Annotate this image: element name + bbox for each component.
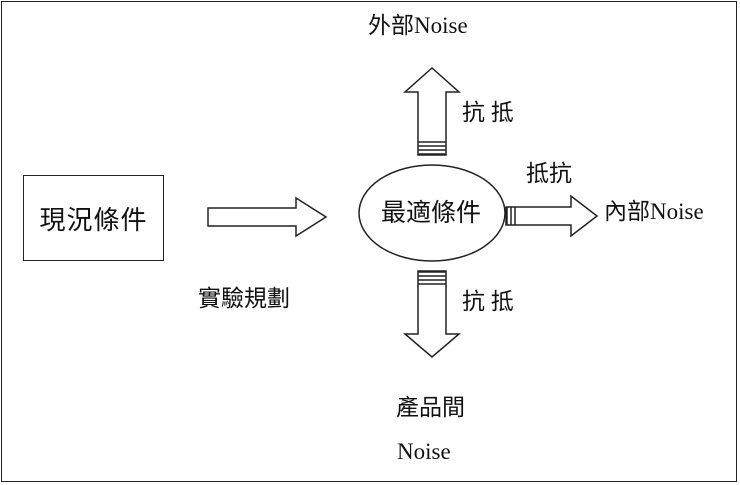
resist-top-label: 抗 抵 <box>462 100 514 125</box>
external-noise-label: 外部Noise <box>368 13 468 38</box>
between-product-noise-label-line2: Noise <box>397 439 451 464</box>
right-arrow-stripes <box>506 207 516 225</box>
current-conditions-label: 現況條件 <box>39 205 148 235</box>
experiment-design-label: 實驗規劃 <box>198 286 290 311</box>
up-arrow <box>403 66 461 156</box>
internal-noise-label: 內部Noise <box>604 199 704 224</box>
current-conditions-box: 現況條件 <box>23 175 164 261</box>
main-arrow <box>207 196 328 238</box>
between-product-noise-label-line1: 產品間 <box>396 395 465 420</box>
resist-right-label: 抵抗 <box>526 161 572 186</box>
right-arrow <box>505 194 599 238</box>
down-arrow <box>402 270 462 358</box>
down-arrow-stripes <box>418 271 446 285</box>
optimal-ellipse <box>358 164 506 262</box>
optimal-conditions-label: 最適條件 <box>381 200 482 227</box>
resist-bottom-label: 抗 抵 <box>462 289 514 314</box>
up-arrow-stripes <box>418 141 446 155</box>
